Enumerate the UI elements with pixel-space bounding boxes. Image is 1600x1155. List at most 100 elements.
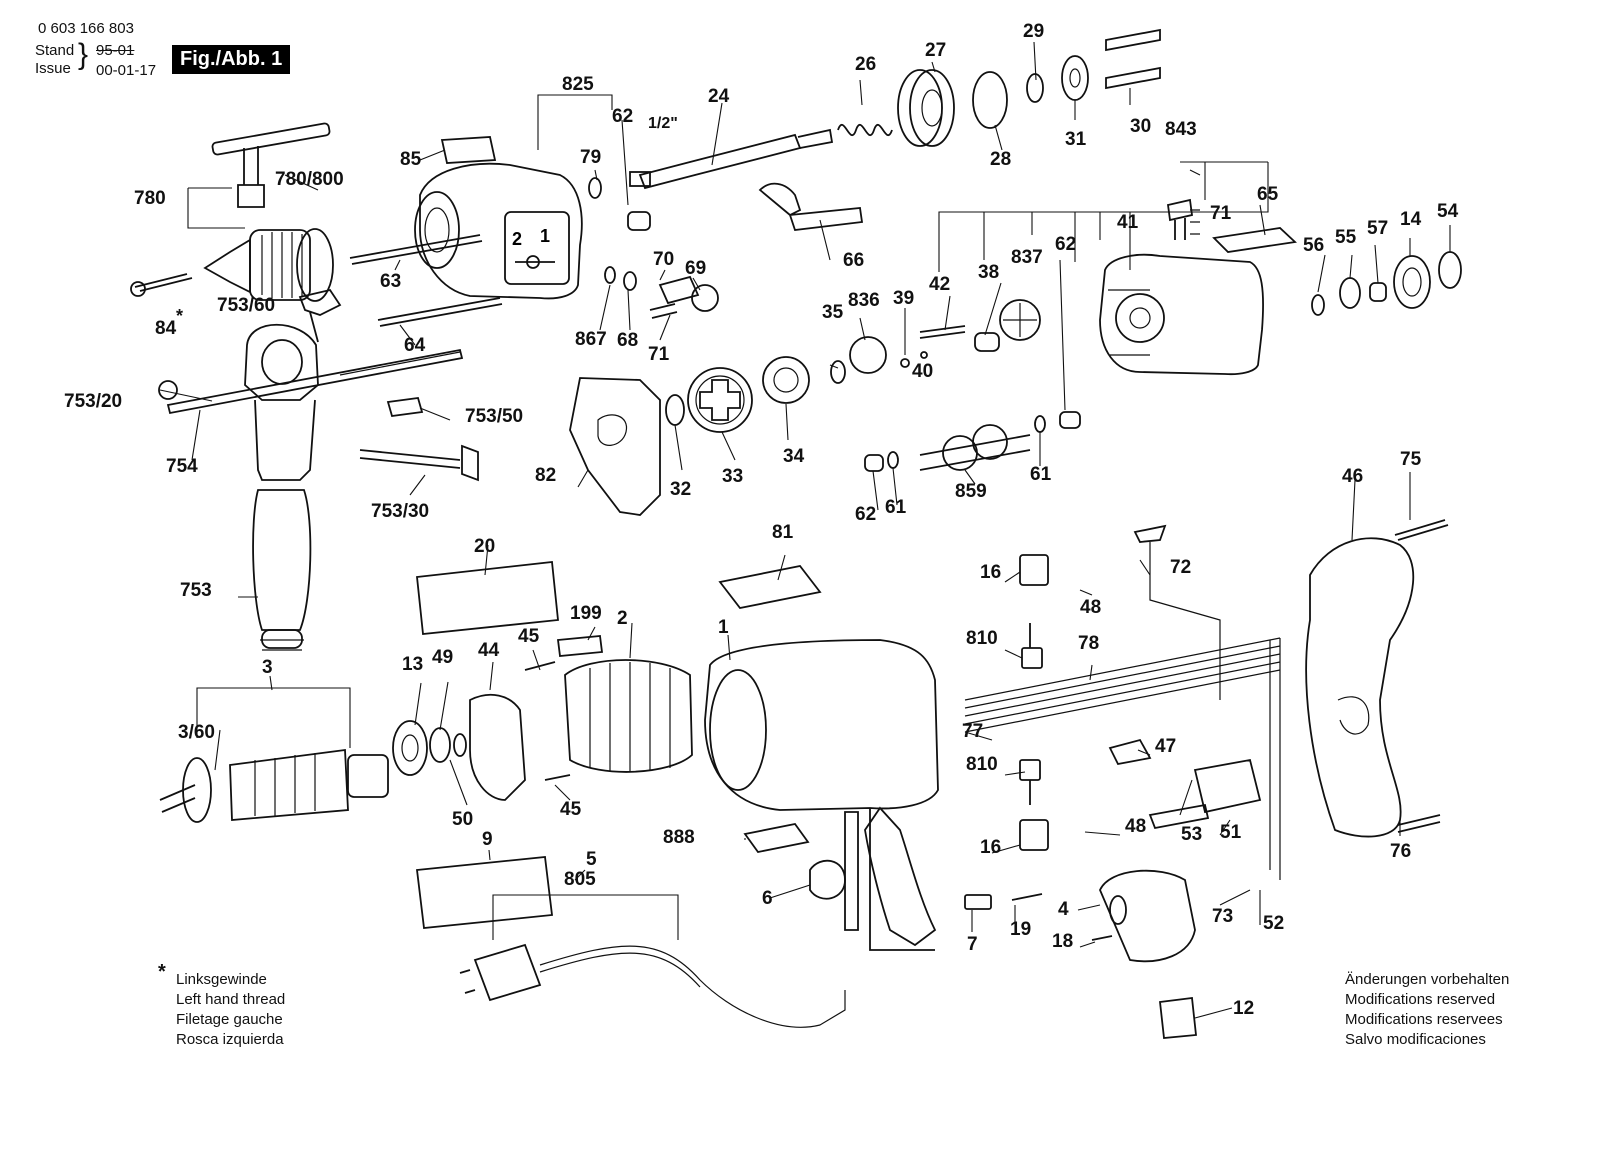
label-46: 46: [1342, 466, 1363, 487]
label-6: 6: [762, 888, 773, 909]
issue-label: Issue: [35, 60, 71, 77]
footnote-left-hand-thread: Linksgewinde Left hand thread Filetage g…: [176, 970, 285, 1050]
label-45-a: 45: [518, 626, 540, 647]
gear-34: [762, 356, 810, 404]
label-61-b: 61: [1030, 464, 1052, 485]
note-left-3: Filetage gauche: [176, 1011, 283, 1028]
label-48-b: 48: [1125, 816, 1146, 837]
label-199: 199: [570, 603, 602, 624]
label-65: 65: [1257, 184, 1279, 205]
label-837: 837: [1011, 247, 1043, 268]
label-753: 753: [180, 580, 212, 601]
label-825: 825: [562, 74, 594, 95]
note-left-4: Rosca izquierda: [176, 1031, 284, 1048]
label-836: 836: [848, 290, 880, 311]
label-810-a: 810: [966, 628, 998, 649]
label-810-b: 810: [966, 754, 998, 775]
label-55: 55: [1335, 227, 1357, 248]
note-left-2: Left hand thread: [176, 991, 286, 1008]
gearbox-housing: [1099, 253, 1264, 376]
label-24: 24: [708, 86, 730, 107]
label-63: 63: [380, 271, 401, 292]
note-left-1: Linksgewinde: [176, 971, 267, 988]
label-52: 52: [1263, 913, 1284, 934]
label-805: 805: [564, 869, 596, 890]
spindle: [629, 128, 834, 190]
trigger-switch: [1099, 869, 1196, 963]
label-7: 7: [967, 934, 978, 955]
label-30: 30: [1130, 116, 1151, 137]
label-753-60: 753/60: [217, 295, 275, 316]
label-66: 66: [843, 250, 864, 271]
issue-date: 00-01-17: [96, 62, 157, 79]
note-right-2: Modifications reserved: [1345, 991, 1496, 1008]
label-16-b: 16: [980, 837, 1001, 858]
mains-cable: [459, 943, 846, 1028]
gear-housing: 2 1: [414, 162, 583, 300]
label-62-b: 62: [1055, 234, 1076, 255]
figure-badge: Fig./Abb. 1: [172, 45, 291, 74]
label-73: 73: [1212, 906, 1233, 927]
handle-shell: [1305, 537, 1415, 838]
label-45-b: 45: [560, 799, 582, 820]
label-53: 53: [1181, 824, 1202, 845]
label-12: 12: [1233, 998, 1254, 1019]
label-38: 38: [978, 262, 999, 283]
label-843: 843: [1165, 119, 1197, 140]
label-26: 26: [855, 54, 876, 75]
motor-housing: [704, 639, 939, 951]
label-half-inch: 1/2": [648, 115, 678, 132]
label-20: 20: [474, 536, 495, 557]
label-780: 780: [134, 188, 166, 209]
label-56: 56: [1303, 235, 1324, 256]
label-41: 41: [1117, 212, 1139, 233]
label-62-c: 62: [855, 504, 876, 525]
label-13: 13: [402, 654, 423, 675]
svg-text:2: 2: [512, 229, 522, 249]
label-42: 42: [929, 274, 950, 295]
label-753-50: 753/50: [465, 406, 523, 427]
label-28: 28: [990, 149, 1011, 170]
label-71-b: 71: [648, 344, 670, 365]
label-32: 32: [670, 479, 691, 500]
label-70: 70: [653, 249, 674, 270]
note-right-4: Salvo modificaciones: [1345, 1031, 1486, 1048]
label-47: 47: [1155, 736, 1176, 757]
label-753-30: 753/30: [371, 501, 429, 522]
label-79: 79: [580, 147, 601, 168]
label-44: 44: [478, 640, 500, 661]
label-84: 84: [155, 318, 177, 339]
stand-label: Stand: [35, 42, 75, 59]
label-35: 35: [822, 302, 844, 323]
label-62-a: 62: [612, 106, 633, 127]
label-71-a: 71: [1210, 203, 1232, 224]
label-34: 34: [783, 446, 805, 467]
label-4: 4: [1058, 899, 1069, 920]
label-780-800: 780/800: [275, 169, 344, 190]
label-3: 3: [262, 657, 273, 678]
note-right-1: Änderungen vorbehalten: [1345, 971, 1510, 988]
label-69: 69: [685, 258, 706, 279]
chuck-key: [211, 122, 331, 208]
label-19: 19: [1010, 919, 1031, 940]
label-39: 39: [893, 288, 914, 309]
label-888: 888: [663, 827, 695, 848]
brace: }: [78, 38, 89, 71]
label-star: *: [176, 306, 183, 326]
label-3-60: 3/60: [178, 722, 215, 743]
label-29: 29: [1023, 21, 1044, 42]
label-1: 1: [718, 617, 729, 638]
label-33: 33: [722, 466, 743, 487]
footnote-star: *: [158, 961, 166, 983]
label-753-20: 753/20: [64, 391, 122, 412]
label-82: 82: [535, 465, 556, 486]
label-54: 54: [1437, 201, 1459, 222]
footnote-modifications: Änderungen vorbehalten Modifications res…: [1345, 970, 1509, 1050]
gear-33: [687, 367, 753, 433]
field-coil: [564, 659, 693, 773]
label-68: 68: [617, 330, 638, 351]
label-85: 85: [400, 149, 422, 170]
label-9: 9: [482, 829, 493, 850]
label-81: 81: [772, 522, 794, 543]
